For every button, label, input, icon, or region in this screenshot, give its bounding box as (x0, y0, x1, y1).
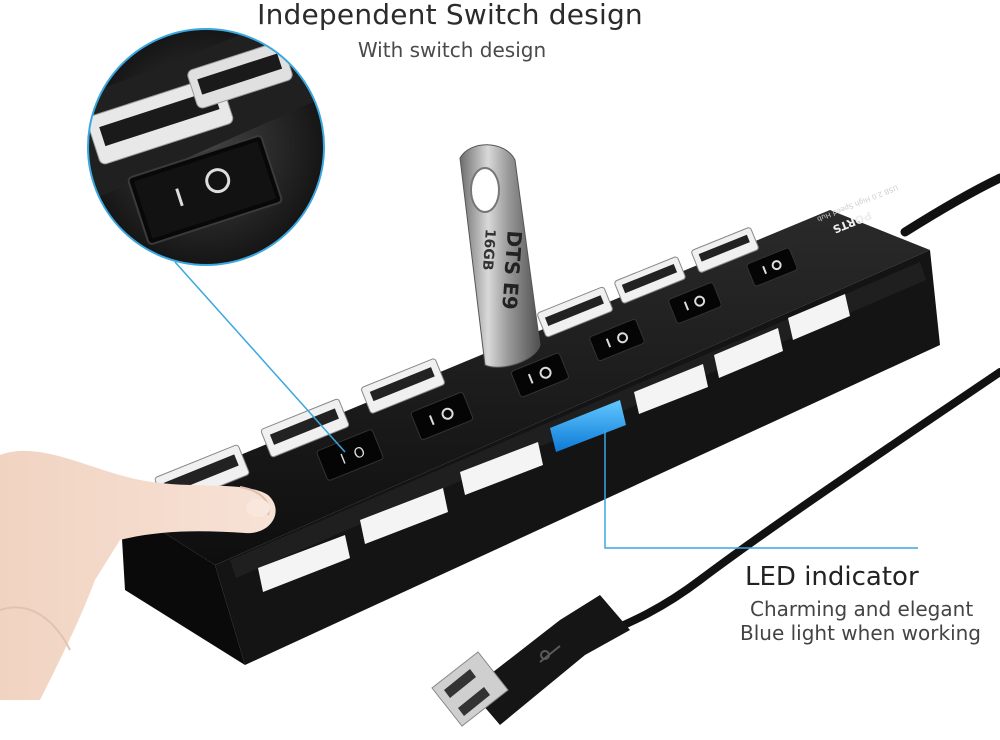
zoom-detail-circle (87, 28, 325, 266)
rocker-switch: I O (316, 429, 384, 481)
led-indicator (360, 488, 448, 544)
led-indicator (714, 328, 783, 378)
rocker-switch (511, 352, 569, 398)
usb-port (361, 358, 445, 414)
usb-port (537, 286, 613, 338)
led-callout-line2: Blue light when working (740, 621, 981, 645)
headline-title: Independent Switch design (257, 0, 643, 31)
rocker-switch (668, 282, 722, 324)
rocker-switch (410, 392, 474, 440)
led-indicator (460, 442, 543, 495)
finger-hand (0, 450, 276, 700)
switch-on-symbol: I (338, 452, 348, 468)
led-indicator (788, 294, 850, 340)
flash-drive: DTS E9 16GB (459, 144, 541, 368)
callout-lines (174, 261, 918, 549)
drive-brand-text: DTS E9 (497, 230, 526, 311)
drive-capacity-text: 16GB (479, 228, 498, 271)
headline-subtitle: With switch design (357, 38, 547, 62)
led-indicator (258, 535, 350, 592)
led-row (258, 294, 850, 592)
led-callout-line1: Charming and elegant (750, 597, 974, 621)
rocker-switch (746, 247, 798, 287)
usb-plug (431, 595, 630, 727)
usb-port (614, 256, 686, 304)
rocker-switch (589, 318, 645, 362)
usb-port (691, 227, 759, 273)
switch-row: I O (316, 247, 798, 481)
led-callout-title: LED indicator (745, 562, 919, 592)
led-indicator-active (550, 400, 626, 452)
usb-port (260, 398, 350, 458)
led-indicator (634, 364, 708, 414)
